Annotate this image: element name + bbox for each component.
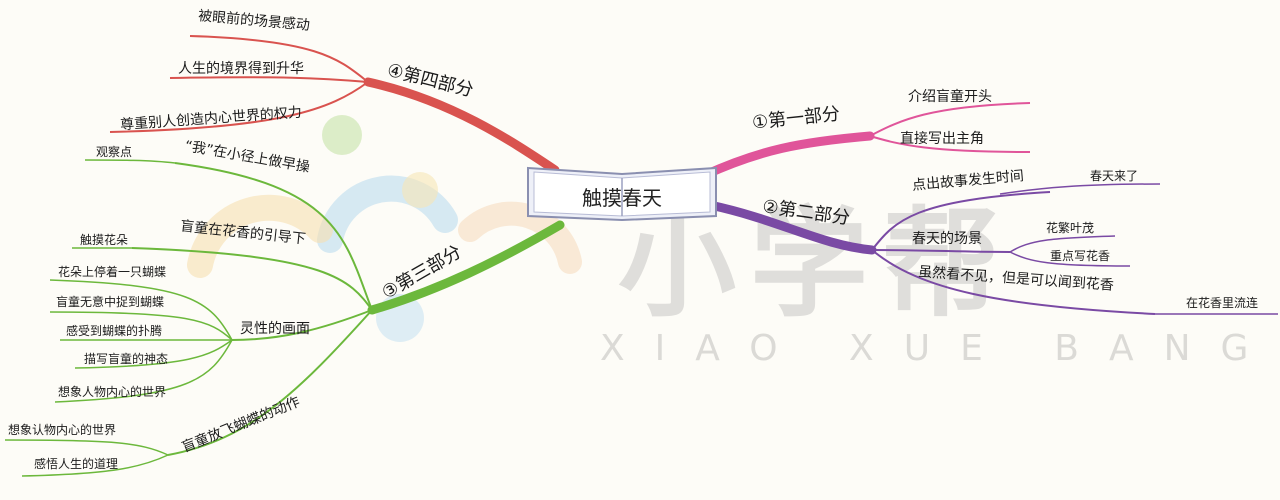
p2-child-smell-detail: 在花香里流连 [1186, 296, 1259, 310]
p3-scene-item-1: 花朵上停着一只蝴蝶 [58, 265, 167, 279]
p2-child-scene: 春天的场景 [912, 231, 982, 247]
p2-child-scene-a: 花繁叶茂 [1046, 221, 1095, 235]
p3-scene-item-5: 想象人物内心的世界 [58, 385, 167, 399]
p1-child-2: 直接写出主角 [900, 131, 984, 147]
p3-release-item-1: 想象认物内心的世界 [8, 423, 117, 437]
center-topic: 触摸春天 [582, 186, 662, 210]
p3-scene-item-2: 盲童无意中捉到蝴蝶 [56, 295, 165, 309]
p4-child-2: 人生的境界得到升华 [178, 61, 304, 77]
p3-child-exercise-detail: 观察点 [96, 145, 133, 159]
p3-child-scene: 灵性的画面 [240, 321, 310, 337]
p2-child-time-detail: 春天来了 [1090, 169, 1139, 183]
p3-release-item-2: 感悟人生的道理 [34, 457, 119, 471]
watermark-text-en: XIAO XUE BANG [600, 328, 1279, 369]
p3-scene-item-4: 描写盲童的神态 [84, 352, 169, 366]
book-icon [527, 166, 717, 222]
p1-child-1: 介绍盲童开头 [908, 89, 992, 105]
p2-child-scene-b: 重点写花香 [1050, 249, 1111, 263]
p3-child-guided-detail: 触摸花朵 [80, 233, 129, 247]
p3-scene-item-3: 感受到蝴蝶的扑腾 [66, 324, 163, 338]
